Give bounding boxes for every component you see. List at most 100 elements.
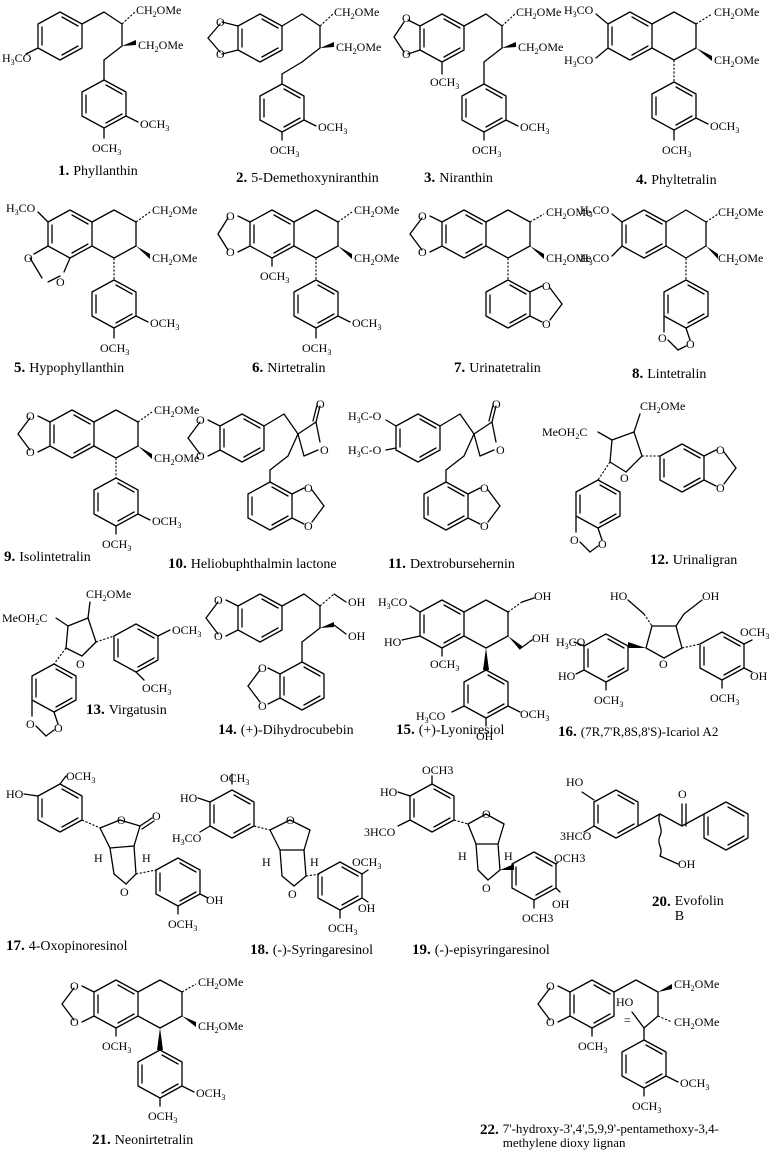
svg-text:OCH3: OCH3	[740, 625, 769, 641]
caption-20: 20.Evofolin B	[652, 894, 724, 925]
svg-text:OCH3: OCH3	[196, 1086, 225, 1102]
svg-text:O: O	[480, 481, 489, 495]
structure-2: OO CH2OMe CH2OMe OCH3 OCH3	[207, 5, 381, 159]
svg-text:CH2OMe: CH2OMe	[714, 5, 759, 21]
svg-text:O: O	[26, 409, 35, 423]
svg-text:OCH3: OCH3	[302, 341, 331, 357]
svg-text:O: O	[26, 445, 35, 459]
svg-text:HO: HO	[558, 669, 576, 683]
svg-text:H3CO: H3CO	[416, 709, 446, 725]
svg-text:O: O	[117, 813, 126, 827]
svg-text:CH2OMe: CH2OMe	[198, 1019, 243, 1035]
svg-text:O: O	[620, 471, 629, 485]
svg-text:H: H	[310, 855, 319, 869]
svg-text:OCH3: OCH3	[710, 119, 739, 135]
svg-text:OCH3: OCH3	[352, 316, 381, 332]
svg-text:O: O	[542, 279, 551, 293]
svg-text:O: O	[226, 245, 235, 259]
svg-text:O: O	[480, 519, 489, 533]
svg-text:HO: HO	[380, 785, 398, 799]
caption-22: 22.7'-hydroxy-3',4',5,9,9'-pentamethoxy-…	[480, 1121, 719, 1151]
structure-14: OO OH OH OO	[205, 593, 366, 713]
svg-text:MeOH2C: MeOH2C	[542, 425, 587, 441]
svg-text:CH2OMe: CH2OMe	[354, 251, 399, 267]
svg-text:OH: OH	[358, 901, 376, 915]
svg-text:OCH3: OCH3	[148, 1109, 177, 1125]
svg-text:CH2OMe: CH2OMe	[640, 399, 685, 415]
caption-15: 15.(+)-Lyoniresiol	[396, 722, 505, 738]
svg-text:OH: OH	[348, 595, 366, 609]
svg-text:H3CO: H3CO	[6, 201, 36, 217]
svg-text:OCH3: OCH3	[520, 707, 549, 723]
svg-text:O: O	[258, 699, 267, 713]
svg-text:O: O	[70, 1015, 79, 1029]
svg-text:OCH3: OCH3	[172, 623, 201, 639]
svg-text:CH2OMe: CH2OMe	[546, 205, 591, 221]
svg-text:O: O	[418, 245, 427, 259]
svg-text:O: O	[492, 397, 501, 411]
caption-10: 10.Heliobuphthalmin lactone	[168, 556, 337, 572]
caption-21: 21.Neonirtetralin	[92, 1132, 194, 1148]
svg-text:O: O	[286, 813, 295, 827]
caption-16: 16.(7R,7'R,8S,8'S)-Icariol A2	[558, 724, 719, 740]
caption-11: 11.Dextrobursehernin	[388, 556, 515, 572]
svg-text:H3CO: H3CO	[556, 635, 586, 651]
svg-text:O: O	[316, 397, 325, 411]
structure-11: H3C-O H3C-O O O OO	[348, 397, 505, 533]
svg-text:OCH3: OCH3	[168, 917, 197, 933]
svg-text:OCH3: OCH3	[220, 771, 249, 787]
svg-text:O: O	[196, 449, 205, 463]
svg-text:OCH3: OCH3	[662, 143, 691, 159]
svg-text:OCH3: OCH3	[152, 514, 181, 530]
caption-9: 9.Isolintetralin	[4, 549, 91, 565]
compound-name: Phyllanthin	[73, 164, 138, 179]
svg-text:CH2OMe: CH2OMe	[86, 587, 131, 603]
svg-text:O: O	[216, 47, 225, 61]
svg-text:CH2OMe: CH2OMe	[138, 38, 183, 54]
svg-text:O: O	[402, 47, 411, 61]
svg-text:CH2OMe: CH2OMe	[718, 251, 763, 267]
svg-text:OCH3: OCH3	[92, 141, 121, 157]
svg-text:OCH3: OCH3	[522, 911, 553, 925]
svg-text:OCH3: OCH3	[710, 691, 739, 707]
svg-text:O: O	[56, 275, 65, 289]
svg-text:O: O	[546, 979, 555, 993]
structure-5: H3CO OO CH2OMe CH2OMe OCH3 OCH3	[6, 201, 197, 357]
svg-text:CH2OMe: CH2OMe	[336, 40, 381, 56]
caption-13: 13.Virgatusin	[86, 702, 167, 718]
svg-text:O: O	[304, 481, 313, 495]
caption-1: 1.Phyllanthin	[58, 163, 138, 180]
caption-3: 3.Niranthin	[424, 170, 493, 186]
svg-text:CH2OMe: CH2OMe	[516, 5, 561, 21]
structure-3: OO OCH3 CH2OMe CH2OMe OCH3 OCH3	[393, 5, 563, 159]
caption-19: 19.(-)-episyringaresinol	[412, 942, 550, 958]
structure-20: HO 3HCO O OH	[560, 775, 749, 871]
svg-text:O: O	[26, 717, 35, 731]
svg-text:O: O	[320, 443, 329, 457]
svg-text:O: O	[214, 593, 223, 607]
svg-text:OCH3: OCH3	[102, 537, 131, 553]
svg-text:O: O	[70, 979, 79, 993]
svg-text:HO: HO	[616, 995, 634, 1009]
svg-text:H3C-O: H3C-O	[348, 443, 382, 459]
svg-text:O: O	[542, 317, 551, 331]
svg-text:MeOH2C: MeOH2C	[2, 611, 47, 627]
caption-6: 6.Nirtetralin	[252, 360, 326, 376]
svg-text:CH2OMe: CH2OMe	[354, 203, 399, 219]
svg-text:O: O	[258, 661, 267, 675]
svg-text:CH2OMe: CH2OMe	[152, 251, 197, 267]
svg-text:OCH3: OCH3	[554, 851, 585, 865]
svg-text:OCH3: OCH3	[318, 120, 347, 136]
svg-text:O: O	[152, 809, 161, 823]
svg-text:OCH3: OCH3	[594, 693, 623, 709]
svg-text:O: O	[418, 209, 427, 223]
svg-text:OH: OH	[476, 729, 494, 743]
svg-text:CH2OMe: CH2OMe	[518, 40, 563, 56]
caption-18: 18.(-)-Syringaresinol	[250, 942, 374, 958]
svg-text:OCH3: OCH3	[578, 1039, 607, 1055]
svg-text:HO: HO	[6, 787, 24, 801]
